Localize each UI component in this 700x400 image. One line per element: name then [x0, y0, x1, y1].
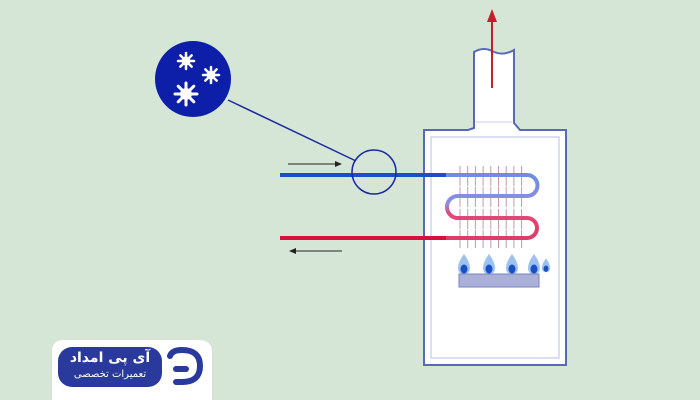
magnifier-circle	[351, 149, 397, 195]
logo	[52, 340, 212, 400]
snowflake-icon	[173, 81, 199, 107]
burner	[458, 273, 540, 288]
brand-name: آی پی امداد	[69, 350, 151, 366]
exhaust-arrow-up-icon	[487, 9, 497, 88]
brand-logo-icon	[167, 346, 204, 385]
flame-icon	[483, 254, 495, 274]
flame-icon	[458, 254, 470, 274]
snow-circle	[155, 41, 231, 117]
snowflake-icon	[201, 65, 221, 85]
snowflake-icon	[176, 51, 196, 71]
brand-tagline: تعمیرات تخصصی	[73, 369, 147, 380]
arrow-left-icon	[289, 248, 342, 254]
flame-icon	[528, 254, 540, 274]
callout-line	[227, 99, 357, 162]
flame-icon	[506, 254, 518, 274]
arrow-right-icon	[288, 161, 342, 167]
flame-icon	[541, 258, 551, 273]
heat-exchanger-coil	[445, 173, 540, 240]
